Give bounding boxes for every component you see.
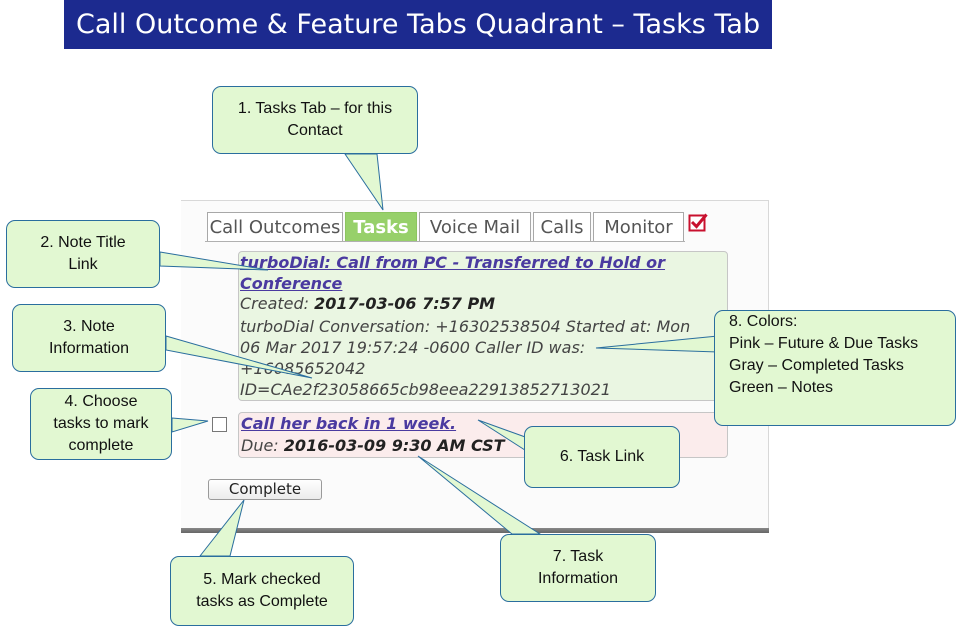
note-body-line1: turboDial Conversation: +16302538504 Sta… bbox=[240, 317, 691, 336]
callout-2: 2. Note Title Link bbox=[6, 220, 160, 288]
callout-8-line3: Gray – Completed Tasks bbox=[729, 357, 904, 374]
callout-4: 4. Choose tasks to mark complete bbox=[30, 388, 172, 460]
pointer-8 bbox=[595, 335, 719, 353]
pointer-7 bbox=[417, 455, 542, 535]
note-body-line3: +16085652042 bbox=[240, 359, 366, 378]
callout-5: 5. Mark checked tasks as Complete bbox=[170, 556, 354, 626]
tab-voice-mail[interactable]: Voice Mail bbox=[419, 212, 531, 242]
pointer-2 bbox=[159, 251, 269, 271]
callout-8-line4: Green – Notes bbox=[729, 379, 834, 396]
callout-4-line2: tasks to mark bbox=[53, 415, 149, 432]
tab-tasks[interactable]: Tasks bbox=[345, 212, 417, 242]
callout-4-line1: 4. Choose bbox=[64, 393, 138, 410]
note-created-value: 2017-03-06 7:57 PM bbox=[314, 294, 496, 313]
tab-call-outcomes[interactable]: Call Outcomes bbox=[207, 212, 343, 242]
tab-monitor[interactable]: Monitor bbox=[593, 212, 684, 242]
callout-8-line1: 8. Colors: bbox=[729, 313, 798, 330]
callout-2-line1: 2. Note Title bbox=[40, 234, 126, 251]
callout-5-line2: tasks as Complete bbox=[196, 593, 328, 610]
note-body-line2: 06 Mar 2017 19:57:24 -0600 Caller ID was… bbox=[240, 338, 586, 357]
callout-7: 7. Task Information bbox=[500, 534, 656, 602]
tab-calls[interactable]: Calls bbox=[533, 212, 591, 242]
callout-6: 6. Task Link bbox=[524, 426, 680, 488]
task-link[interactable]: Call her back in 1 week. bbox=[241, 414, 457, 433]
task-due-row: Due: 2016-03-09 9:30 AM CST bbox=[241, 436, 505, 456]
slide-title: Call Outcome & Feature Tabs Quadrant – T… bbox=[64, 0, 772, 49]
callout-7-line2: Information bbox=[537, 570, 619, 587]
pointer-6 bbox=[477, 419, 529, 453]
tab-strip-divider bbox=[205, 241, 685, 242]
checkbox-checked-icon[interactable] bbox=[688, 212, 708, 232]
panel-bottom-edge bbox=[181, 528, 769, 533]
task-due-value: 2016-03-09 9:30 AM CST bbox=[283, 436, 505, 455]
note-card bbox=[238, 251, 728, 401]
callout-8-line2: Pink – Future & Due Tasks bbox=[729, 335, 919, 352]
note-created-row: Created: 2017-03-06 7:57 PM bbox=[240, 294, 495, 314]
callout-4-line3: complete bbox=[68, 437, 134, 454]
task-checkbox[interactable] bbox=[212, 417, 227, 432]
note-created-label: Created: bbox=[240, 294, 310, 313]
callout-3-line2: Information bbox=[48, 340, 130, 357]
pointer-4 bbox=[171, 417, 209, 433]
note-title-link-line1[interactable]: turboDial: Call from PC - Transferred to… bbox=[240, 253, 666, 272]
callout-6-text: 6. Task Link bbox=[559, 448, 645, 465]
callout-2-line2: Link bbox=[68, 256, 98, 273]
pointer-1 bbox=[344, 153, 384, 211]
callout-1-line2: Contact bbox=[287, 122, 343, 139]
callout-8: 8. Colors: Pink – Future & Due Tasks Gra… bbox=[714, 310, 956, 426]
callout-3-line1: 3. Note bbox=[63, 318, 115, 335]
complete-button[interactable]: Complete bbox=[208, 479, 322, 500]
note-title-link-line2[interactable]: Conference bbox=[240, 274, 343, 293]
callout-1: 1. Tasks Tab – for this Contact bbox=[212, 86, 418, 154]
pointer-5 bbox=[198, 499, 245, 557]
pointer-3 bbox=[165, 335, 313, 379]
task-due-label: Due: bbox=[241, 436, 279, 455]
callout-7-line1: 7. Task bbox=[552, 548, 604, 565]
callout-3: 3. Note Information bbox=[12, 304, 166, 372]
callout-1-line1: 1. Tasks Tab – for this bbox=[237, 100, 393, 117]
callout-5-line1: 5. Mark checked bbox=[203, 571, 321, 588]
note-body-line4: ID=CAe2f23058665cb98eea22913852713021 bbox=[240, 380, 611, 399]
